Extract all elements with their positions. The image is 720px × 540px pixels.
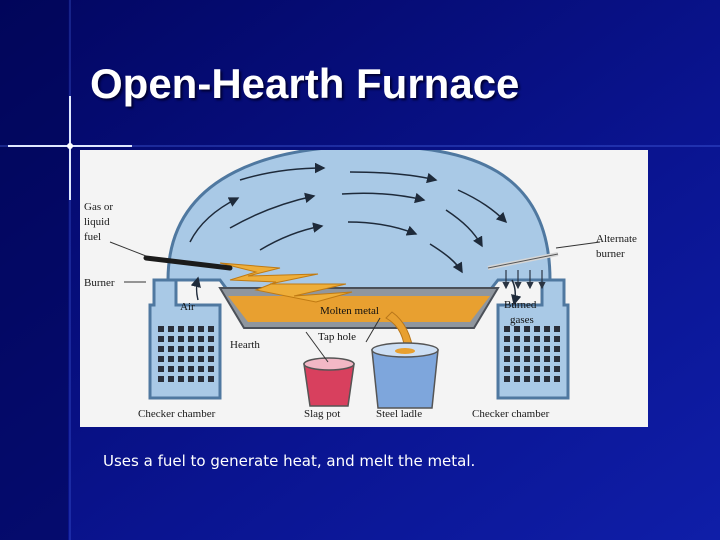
- label-air: Air: [180, 301, 195, 313]
- checker-chamber-right: [496, 278, 570, 400]
- checker-chamber-left: [148, 278, 222, 400]
- furnace-illustration: Gas or liquid fuel Burner Air Molten met…: [84, 150, 637, 420]
- burner-flame: [219, 262, 353, 303]
- label-checker-chamber-left: Checker chamber: [138, 408, 216, 420]
- label-burned-line2: gases: [510, 314, 534, 326]
- slag-pot: [303, 357, 355, 407]
- label-slag-pot: Slag pot: [304, 408, 340, 420]
- label-fuel-line2: liquid: [84, 216, 110, 228]
- label-burner: Burner: [84, 277, 115, 289]
- steel-ladle: [371, 342, 439, 409]
- gas-flow-arrows: [189, 162, 522, 306]
- label-steel-ladle: Steel ladle: [376, 408, 422, 420]
- slide-title: Open-Hearth Furnace: [90, 60, 520, 107]
- label-tap-hole: Tap hole: [318, 331, 356, 343]
- slide-caption: Uses a fuel to generate heat, and melt t…: [103, 452, 476, 470]
- label-alternate-line2: burner: [596, 248, 625, 260]
- burner: [143, 255, 233, 271]
- label-checker-chamber-right: Checker chamber: [472, 408, 550, 420]
- burned-gas-arrows: [502, 270, 546, 290]
- furnace-diagram: Gas or liquid fuel Burner Air Molten met…: [80, 150, 648, 427]
- label-alternate-line1: Alternate: [596, 233, 637, 245]
- label-fuel-line3: fuel: [84, 231, 101, 243]
- label-molten-metal: Molten metal: [320, 305, 379, 317]
- label-fuel-line1: Gas or: [84, 201, 113, 213]
- checker-grid-left: [158, 326, 214, 382]
- molten-metal: [228, 296, 490, 322]
- leader-lines: [109, 241, 601, 363]
- label-hearth: Hearth: [230, 339, 260, 351]
- label-burned-line1: Burned: [504, 299, 537, 311]
- checker-grid-right: [504, 326, 560, 382]
